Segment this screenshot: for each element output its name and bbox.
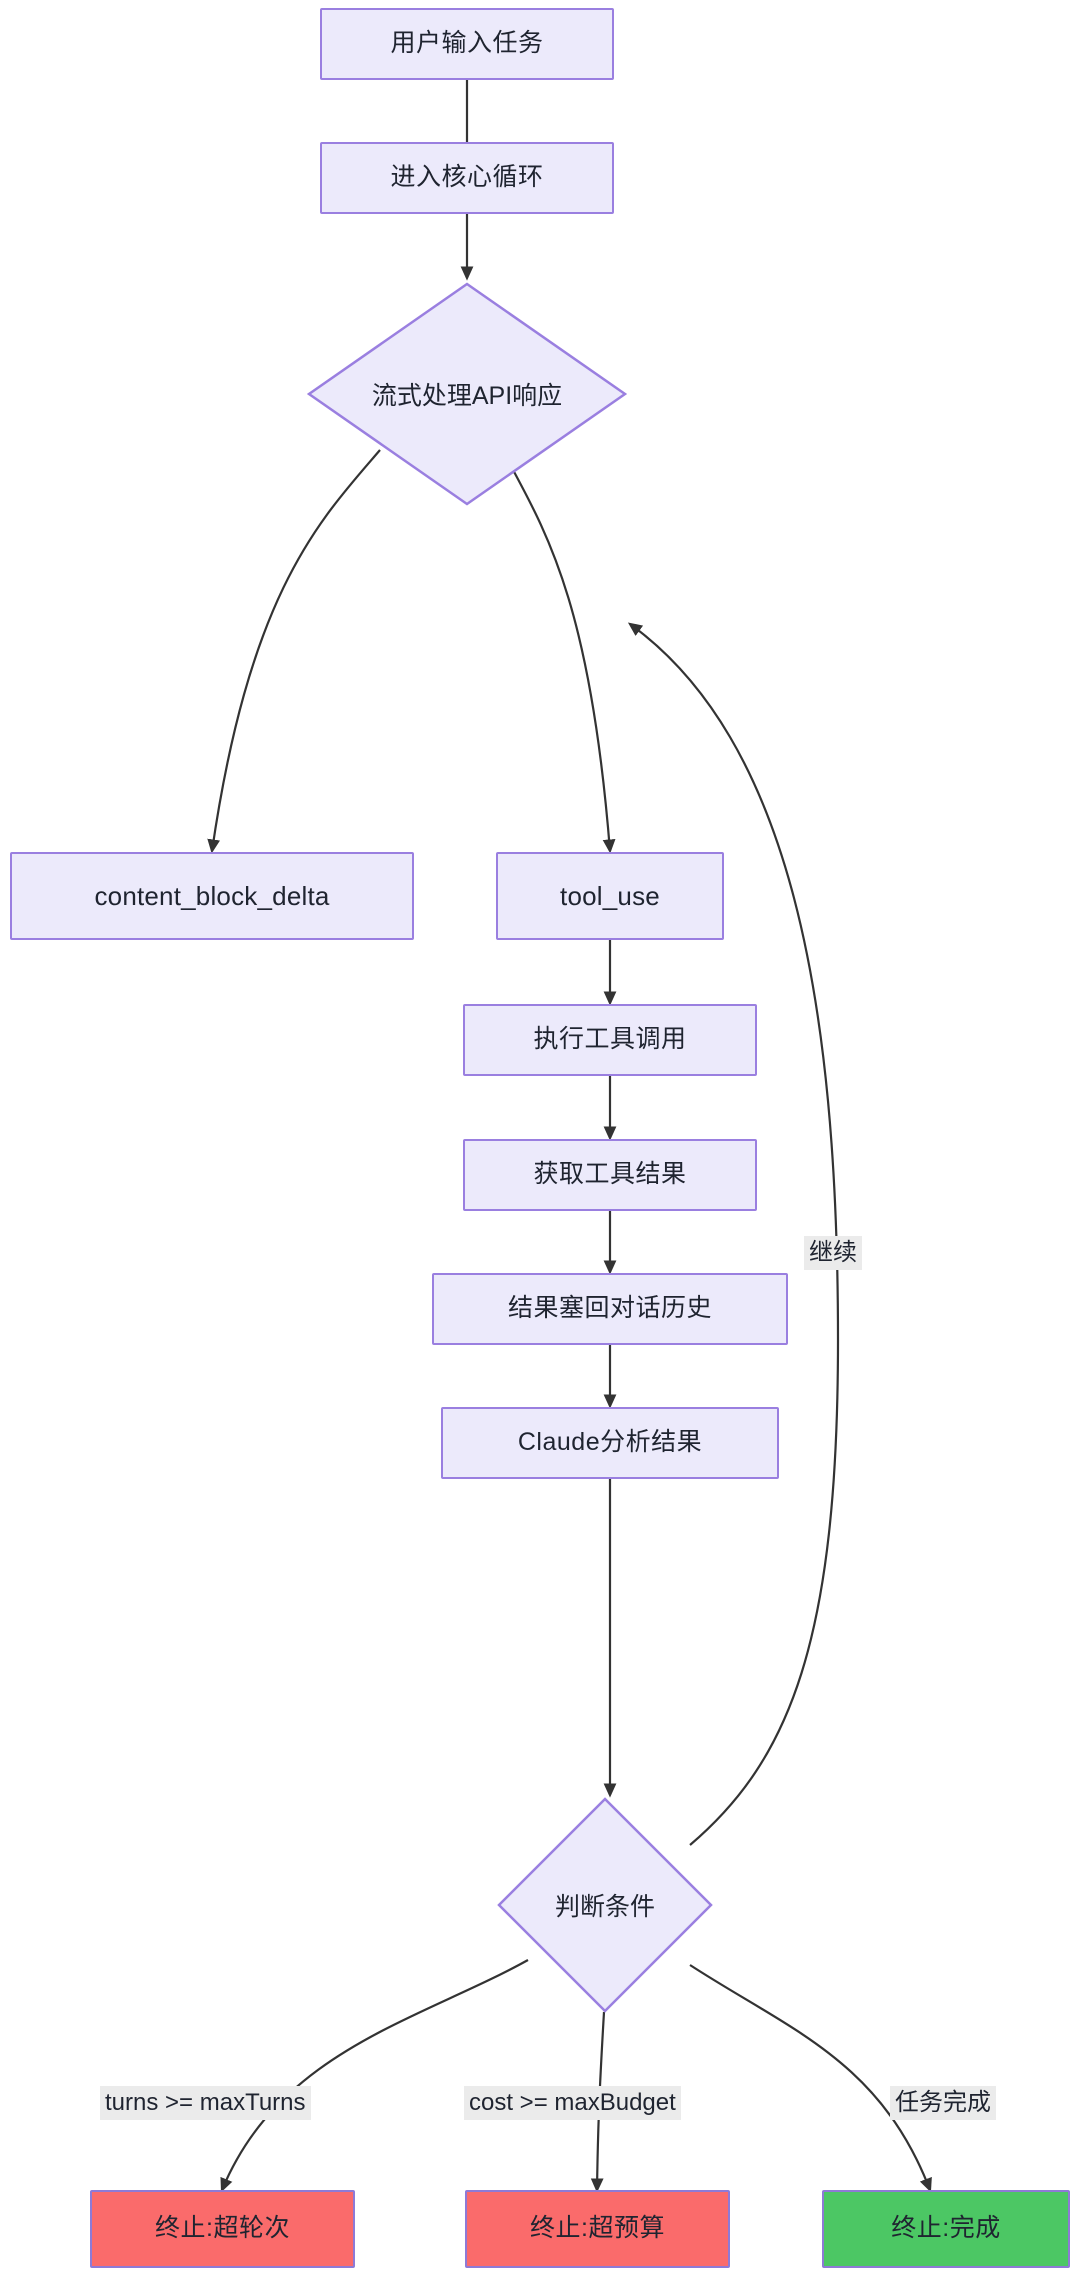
node-stream-api[interactable]: 流式处理API响应 [307, 282, 627, 506]
node-tool-use[interactable]: tool_use [496, 852, 724, 940]
node-label: 执行工具调用 [533, 1025, 687, 1054]
node-claude-analyze[interactable]: Claude分析结果 [441, 1407, 779, 1479]
node-push-history[interactable]: 结果塞回对话历史 [432, 1273, 788, 1345]
node-user-input[interactable]: 用户输入任务 [320, 8, 614, 80]
node-stop-budget[interactable]: 终止:超预算 [465, 2190, 730, 2268]
node-label: 结果塞回对话历史 [507, 1294, 712, 1323]
node-label: 判断条件 [554, 1893, 655, 1921]
edge-condition-to-stream-api-loop [627, 622, 840, 1846]
edge-condition-to-stop-turns [220, 1959, 529, 2193]
node-condition[interactable]: 判断条件 [497, 1797, 713, 2013]
node-label: content_block_delta [94, 880, 330, 911]
edge-label-loop-continue: 继续 [804, 1236, 862, 1270]
node-label: 进入核心循环 [390, 163, 544, 192]
edge-label-max-turns: turns >= maxTurns [100, 2086, 311, 2120]
node-stop-done[interactable]: 终止:完成 [822, 2190, 1070, 2268]
node-label: tool_use [560, 880, 660, 911]
node-label: 获取工具结果 [533, 1160, 687, 1189]
node-core-loop[interactable]: 进入核心循环 [320, 142, 614, 214]
diamond-shape [497, 1797, 713, 2013]
edge-label-task-done: 任务完成 [890, 2086, 996, 2120]
edge-label-max-budget: cost >= maxBudget [464, 2086, 681, 2120]
edge-stream-api-to-content-delta [207, 449, 381, 854]
node-exec-tool[interactable]: 执行工具调用 [463, 1004, 757, 1076]
node-label: 终止:超预算 [530, 2214, 665, 2243]
node-get-result[interactable]: 获取工具结果 [463, 1139, 757, 1211]
node-label: Claude分析结果 [517, 1428, 703, 1457]
edge-condition-to-stop-done [689, 1964, 932, 2193]
node-label: 终止:完成 [891, 2214, 1001, 2243]
node-label: 终止:超轮次 [155, 2214, 290, 2243]
node-label: 用户输入任务 [390, 29, 544, 58]
node-stop-turns[interactable]: 终止:超轮次 [90, 2190, 355, 2268]
diamond-shape [307, 282, 627, 506]
node-label: 流式处理API响应 [371, 382, 563, 410]
edge-stream-api-to-tool-use [504, 454, 616, 854]
node-content-block-delta[interactable]: content_block_delta [10, 852, 414, 940]
